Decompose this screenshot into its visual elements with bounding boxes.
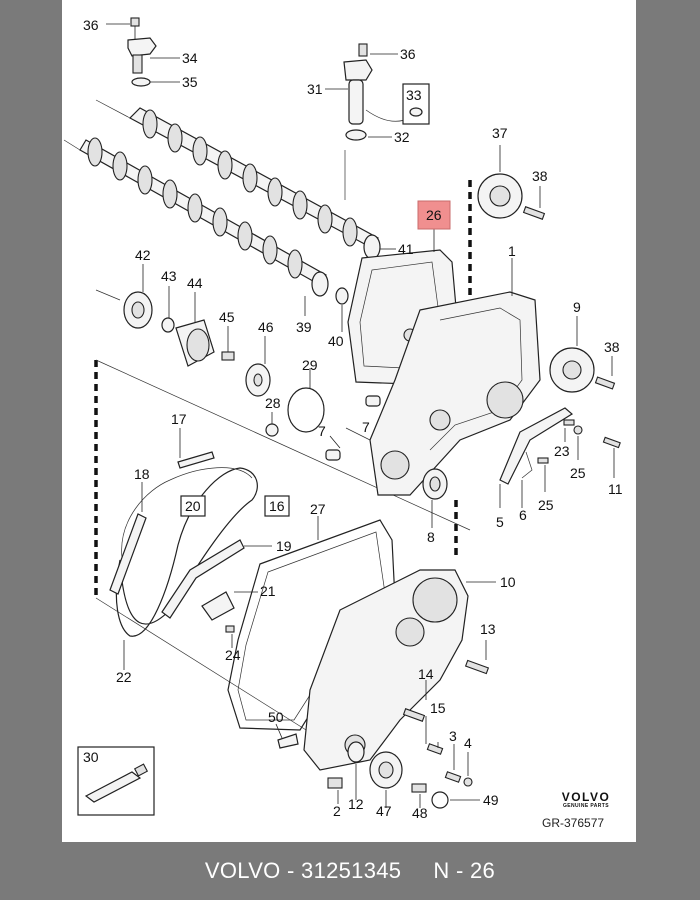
chain-guide-19 — [161, 539, 272, 619]
callout-36a: 36 — [83, 17, 99, 33]
callout-18: 18 — [134, 466, 150, 482]
callout-5: 5 — [496, 514, 504, 530]
callout-12: 12 — [348, 796, 364, 812]
callout-15: 15 — [430, 700, 446, 716]
callout-19: 19 — [276, 538, 292, 554]
callout-37: 37 — [492, 125, 508, 141]
callout-31: 31 — [307, 81, 323, 97]
callout-34: 34 — [182, 50, 198, 66]
drawing-code: GR-376577 — [542, 816, 605, 830]
footer-bar: VOLVO - 31251345 N - 26 — [0, 842, 700, 900]
callout-3: 3 — [449, 728, 457, 744]
callout-8: 8 — [427, 529, 435, 545]
callout-14: 14 — [418, 666, 434, 682]
tensioner-21 — [201, 591, 258, 648]
callout-21: 21 — [260, 583, 276, 599]
sprocket-group-42-46 — [95, 264, 325, 437]
chain-guide-18 — [109, 482, 147, 595]
callout-36b: 36 — [400, 46, 416, 62]
callout-7a: 7 — [362, 419, 370, 435]
callout-22: 22 — [116, 669, 132, 685]
callout-38b: 38 — [604, 339, 620, 355]
vvt-gear-37 — [477, 145, 546, 220]
timing-housing-1 — [369, 258, 541, 496]
callout-40: 40 — [328, 333, 344, 349]
callout-30: 30 — [83, 749, 99, 765]
callout-42: 42 — [135, 247, 151, 263]
callout-2: 2 — [333, 803, 341, 819]
callout-47: 47 — [376, 803, 392, 819]
guide-rail-17 — [177, 428, 215, 469]
sealant-tube-box-30 — [77, 746, 155, 816]
callout-6: 6 — [519, 507, 527, 523]
callout-4: 4 — [464, 735, 472, 751]
cam-lobes-41 — [142, 109, 358, 247]
callout-29: 29 — [302, 357, 318, 373]
callout-28: 28 — [265, 395, 281, 411]
highlight-box-26 — [417, 200, 451, 230]
callout-27: 27 — [310, 501, 326, 517]
fasteners — [402, 640, 490, 787]
box-labels-20-16 — [180, 495, 290, 517]
callout-49: 49 — [483, 792, 499, 808]
bushings-7 — [325, 395, 381, 461]
footer-part-number: VOLVO - 31251345 N - 26 — [204, 858, 496, 883]
callout-9: 9 — [573, 299, 581, 315]
callout-44: 44 — [187, 275, 203, 291]
idler-gear-8 — [422, 468, 448, 528]
callout-26: 26 — [426, 207, 442, 223]
brand-subtitle: GENUINE PARTS — [563, 803, 609, 809]
callout-16: 16 — [269, 498, 285, 514]
callout-13: 13 — [480, 621, 496, 637]
callout-1: 1 — [508, 243, 516, 259]
callout-33: 33 — [406, 87, 422, 103]
gear-9 — [549, 316, 616, 393]
callout-11: 11 — [608, 481, 623, 497]
callout-7b: 7 — [318, 423, 326, 439]
sensor-assembly-34 — [106, 17, 180, 87]
cam-lobes-39 — [87, 137, 303, 279]
camshaft-39 — [63, 137, 329, 316]
callout-45: 45 — [219, 309, 235, 325]
brand-name: VOLVO — [561, 790, 611, 804]
callout-24: 24 — [225, 647, 241, 663]
callout-35: 35 — [182, 74, 198, 90]
callout-46: 46 — [258, 319, 274, 335]
callout-25a: 25 — [570, 465, 586, 481]
callout-25b: 25 — [538, 497, 554, 513]
callout-41: 41 — [398, 241, 414, 257]
callout-10: 10 — [500, 574, 516, 590]
callout-39: 39 — [296, 319, 312, 335]
bracket-5 — [499, 407, 621, 508]
callout-23: 23 — [554, 443, 570, 459]
volvo-brand-mark: VOLVO GENUINE PARTS — [553, 790, 619, 809]
callout-32: 32 — [394, 129, 410, 145]
callout-50: 50 — [268, 709, 284, 725]
callout-20: 20 — [185, 498, 201, 514]
bottom-parts — [275, 723, 480, 809]
callout-38a: 38 — [532, 168, 548, 184]
callout-48: 48 — [412, 805, 428, 821]
camshaft-41 — [95, 99, 396, 260]
callout-17: 17 — [171, 411, 187, 427]
callout-43: 43 — [161, 268, 177, 284]
solenoid-assembly-31 — [325, 43, 430, 200]
callout-labels: 36 34 35 36 31 33 32 37 38 26 41 1 42 43… — [83, 17, 623, 821]
